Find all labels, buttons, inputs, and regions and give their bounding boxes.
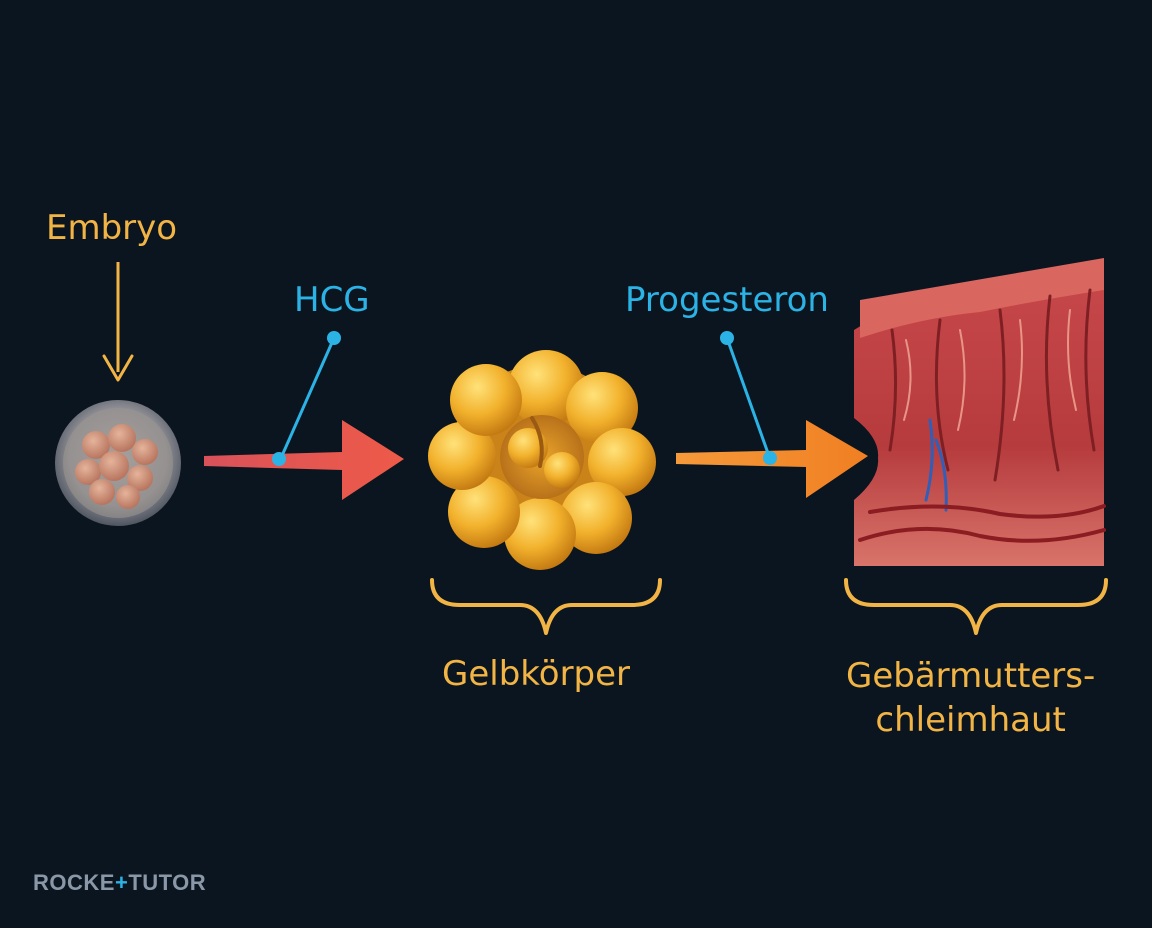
logo-plus: + (114, 870, 129, 895)
label-gebaermutter-line2: chleimhaut (875, 700, 1066, 740)
hcg-connector (272, 331, 341, 466)
gelbkoerper-brace (430, 578, 662, 635)
label-progesteron: Progesteron (625, 280, 829, 320)
brand-logo: ROCKE+TUTOR (33, 870, 206, 896)
red-arrow (204, 420, 404, 500)
label-gelbkoerper: Gelbkörper (442, 654, 631, 694)
label-gebaermutter-line1: Gebärmutters- (846, 656, 1096, 696)
logo-text-part1: ROCKE (33, 870, 115, 895)
gebaermutter-brace (844, 578, 1108, 635)
gelbkoerper-image (428, 350, 656, 570)
logo-text-part2: TUTOR (128, 870, 207, 895)
embryo-image (55, 400, 181, 526)
label-hcg: HCG (294, 280, 370, 320)
label-gebaermutterschleimhaut: Gebärmutters- chleimhaut (846, 654, 1095, 742)
gebaermutterschleimhaut-image (854, 258, 1106, 566)
progesteron-connector (720, 331, 777, 465)
label-embryo: Embryo (46, 208, 178, 248)
embryo-pointer-arrow (102, 262, 134, 382)
